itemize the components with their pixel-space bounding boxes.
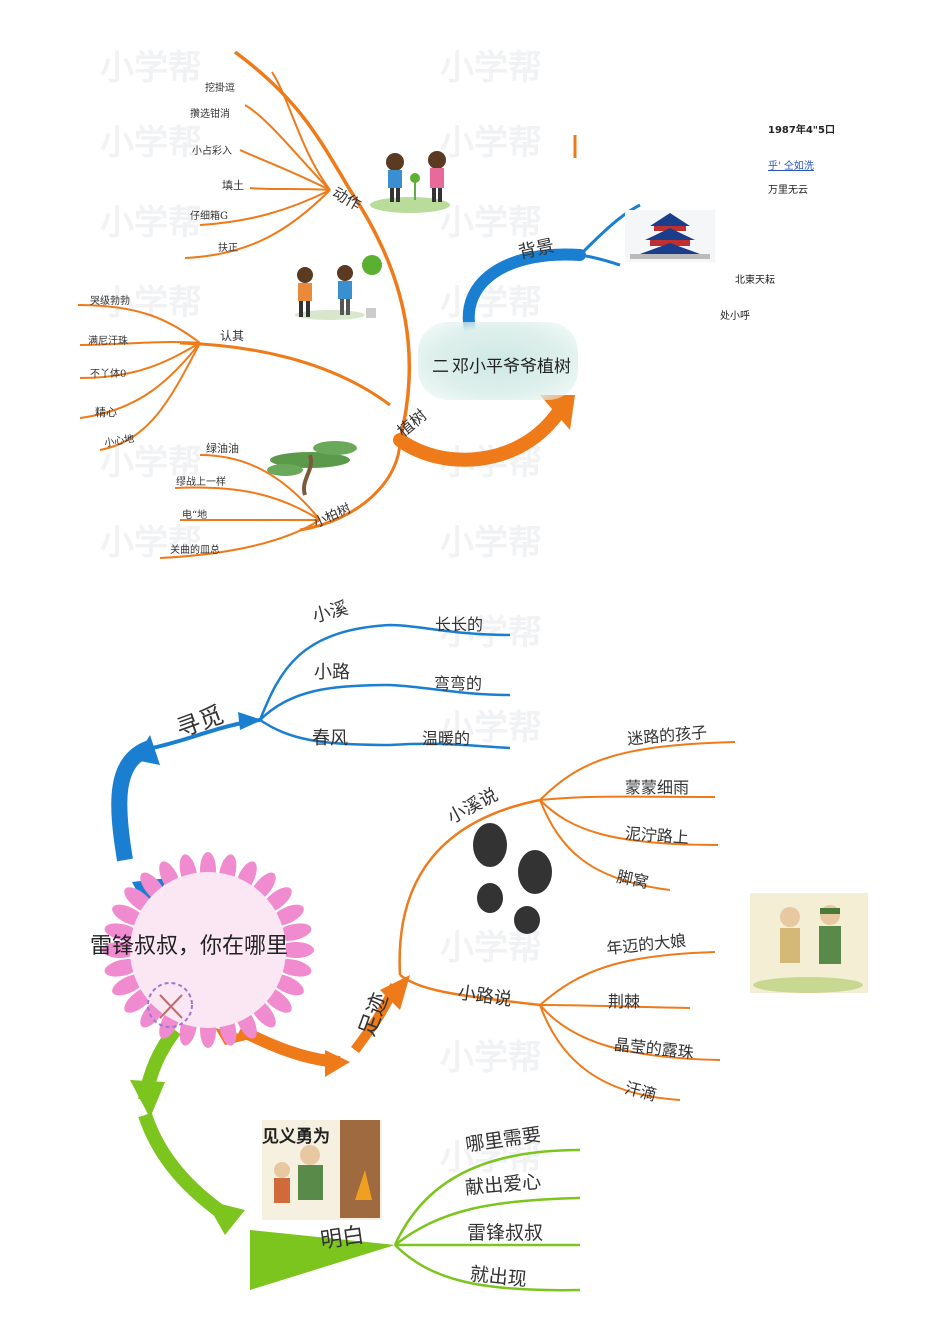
watermark: 小学帮	[440, 123, 542, 163]
watermark: 小学帮	[440, 283, 542, 323]
note-place: 北東天耘	[735, 275, 775, 286]
flower-petal	[102, 942, 138, 958]
watermark: 小学帮	[440, 928, 542, 968]
cypress-item: 绿油油	[206, 442, 239, 455]
map2-center-title: 雷锋叔叔，你在哪里	[90, 934, 289, 959]
stream-item: 蒙蒙细雨	[625, 778, 690, 797]
flower-petal	[276, 923, 312, 941]
note-date: 1987年4"5口	[768, 125, 835, 136]
action-item: 挖掛逗	[205, 83, 235, 94]
watermark: 小学帮	[100, 203, 202, 243]
flower-petal	[104, 959, 140, 977]
pine-tree-illustration	[267, 441, 357, 496]
temple-illustration	[625, 210, 715, 262]
note-weather-link[interactable]: 乎' 仝如洗	[768, 161, 814, 172]
watermark: 小学帮	[440, 203, 542, 243]
flower-petal	[104, 923, 140, 941]
adults-planting-illustration	[295, 255, 382, 320]
brave-poster-illustration	[262, 1120, 382, 1220]
cypress-item: 电“地	[182, 510, 208, 521]
search-item-name: 小路	[314, 662, 350, 683]
action-item: 仔细箱G	[190, 211, 228, 222]
road-item: 荆棘	[608, 992, 641, 1011]
watermark: 小学帮	[440, 1038, 542, 1078]
action-item: 攢选钳消	[190, 109, 230, 120]
serious-item: 精心	[95, 406, 117, 419]
serious-item: 哭级勃勃	[90, 296, 130, 307]
sub-serious-label: 认其	[220, 329, 245, 343]
search-item-desc: 长长的	[435, 615, 484, 634]
serious-item: 满尼汗珠	[88, 336, 128, 347]
map1-center-mark: 二	[432, 357, 449, 377]
watermark: 小学帮	[440, 708, 542, 748]
action-item: 小占彩入	[192, 146, 232, 157]
flower-petal	[276, 959, 312, 977]
cypress-item: 关曲的皿总	[170, 545, 220, 556]
flower-petal	[278, 942, 314, 958]
watermark: 小学帮	[100, 443, 202, 483]
search-item-desc: 弯弯的	[434, 674, 483, 693]
action-item: 填土	[222, 179, 244, 192]
watermark: 小学帮	[440, 48, 542, 88]
action-item: 扶正	[218, 243, 238, 254]
note-clouds: 万里无云	[768, 185, 808, 196]
helping-elder-illustration	[750, 893, 868, 993]
watermark: 小学帮	[440, 523, 542, 563]
center-cloud	[418, 322, 578, 400]
search-item-desc: 温暖的	[422, 729, 471, 748]
search-item-name: 春风	[312, 728, 348, 749]
footprints-illustration	[473, 823, 552, 934]
serious-item: 不丫体0	[90, 369, 127, 380]
kids-planting-illustration	[370, 151, 450, 213]
map1-center-title: 邓小平爷爷植树	[452, 357, 571, 377]
watermark: 小学帮	[100, 123, 202, 163]
understand-item: 雷锋叔叔	[467, 1222, 544, 1244]
note-place2: 处小呼	[720, 311, 750, 322]
watermark: 小学帮	[100, 48, 202, 88]
watermark: 小学帮	[440, 1138, 542, 1178]
poster-text: 见义勇为	[262, 1127, 330, 1147]
cypress-item: 缪战上一样	[176, 477, 226, 488]
